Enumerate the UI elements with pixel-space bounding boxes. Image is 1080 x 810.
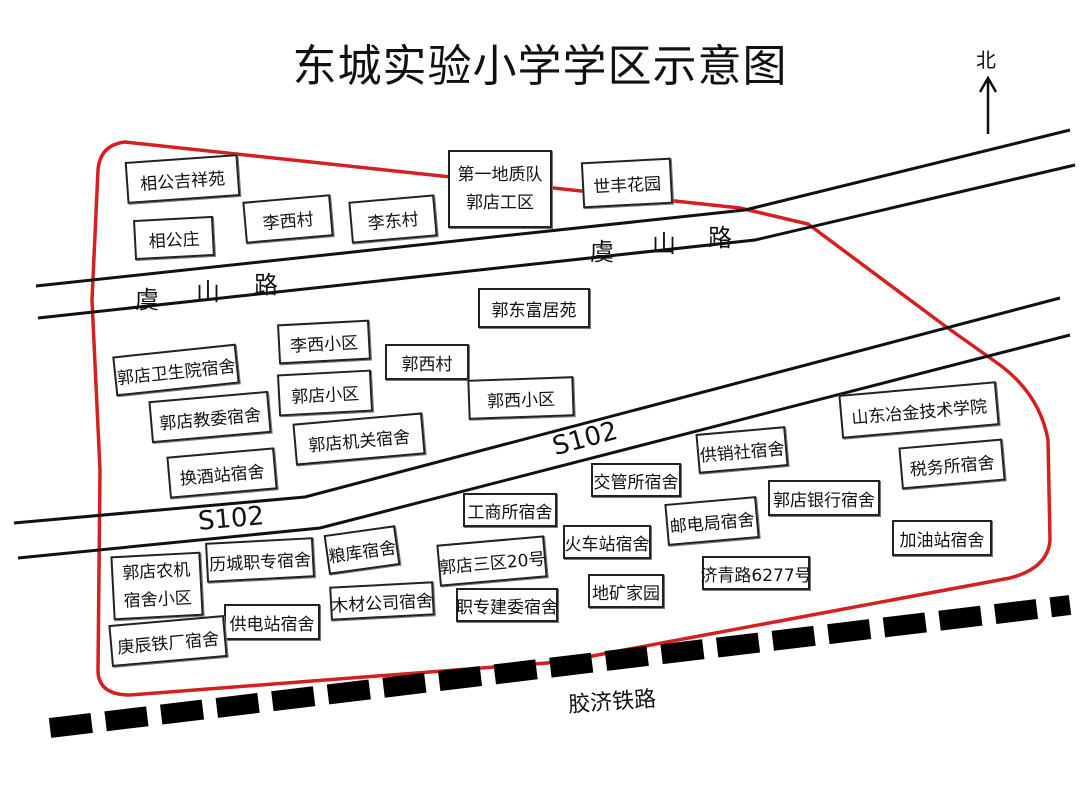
- yushan-road-south-edge: [37, 163, 1076, 320]
- place-label: 郭店小区: [276, 369, 374, 417]
- yushan-road-north-edge: [35, 128, 1071, 288]
- railway-label: 胶济铁路: [567, 686, 657, 719]
- north-arrow-icon: [978, 75, 998, 134]
- road-label-yushan-3: 路: [254, 271, 278, 299]
- place-label: 火车站宿舍: [563, 525, 651, 559]
- place-label-line: 郭店工区: [466, 193, 534, 213]
- s102-road-north-edge: [13, 296, 1061, 525]
- road-label-yushan-5: 山: [652, 230, 676, 258]
- place-label: 世丰花园: [580, 157, 674, 209]
- place-label: 地矿家园: [588, 574, 664, 608]
- place-label: 木材公司宿舍: [329, 581, 435, 621]
- place-label: 李西村: [242, 194, 334, 244]
- place-label: 相公庄: [133, 215, 215, 261]
- place-label: 郭店银行宿舍: [768, 480, 880, 516]
- place-label: 供电站宿舍: [224, 604, 320, 640]
- place-label: 工商所宿舍: [463, 493, 557, 527]
- map-title: 东城实验小学学区示意图: [292, 41, 788, 92]
- place-label-line: 第一地质队: [457, 165, 543, 185]
- place-label: 供销社宿舍: [695, 426, 789, 474]
- place-label: 邮电局宿舍: [664, 496, 760, 546]
- place-label: 职专建委宿舍: [456, 588, 558, 622]
- place-label: 交管所宿舍: [591, 463, 681, 497]
- district-boundary: [90, 140, 1052, 697]
- road-label-s102-west: S102: [196, 501, 266, 537]
- road-label-yushan-4: 虞: [590, 238, 614, 266]
- place-label-nongji: 郭店农机 宿舍小区: [110, 551, 204, 621]
- place-label: 历城职专宿舍: [205, 537, 315, 583]
- north-label: 北: [976, 48, 996, 72]
- place-label-diyi-dizhidui: 第一地质队 郭店工区: [448, 150, 552, 228]
- place-label-line: 宿舍小区: [123, 588, 193, 612]
- place-label: 郭西小区: [467, 376, 575, 420]
- place-label: 郭东富居苑: [478, 288, 590, 328]
- road-label-yushan-6: 路: [708, 224, 732, 252]
- road-label-yushan-1: 虞: [135, 286, 159, 314]
- road-label-yushan-2: 山: [196, 278, 220, 306]
- railway-line: [48, 595, 1072, 738]
- place-label: 济青路6277号: [700, 556, 812, 590]
- place-label: 相公吉祥苑: [124, 154, 241, 204]
- place-label: 加油站宿舍: [892, 520, 992, 556]
- place-label: 李西小区: [277, 319, 371, 365]
- place-label-line: 郭店农机: [121, 560, 191, 584]
- s102-road-south-edge: [17, 333, 1071, 560]
- place-label: 李东村: [348, 194, 438, 244]
- place-label: 郭西村: [385, 344, 469, 380]
